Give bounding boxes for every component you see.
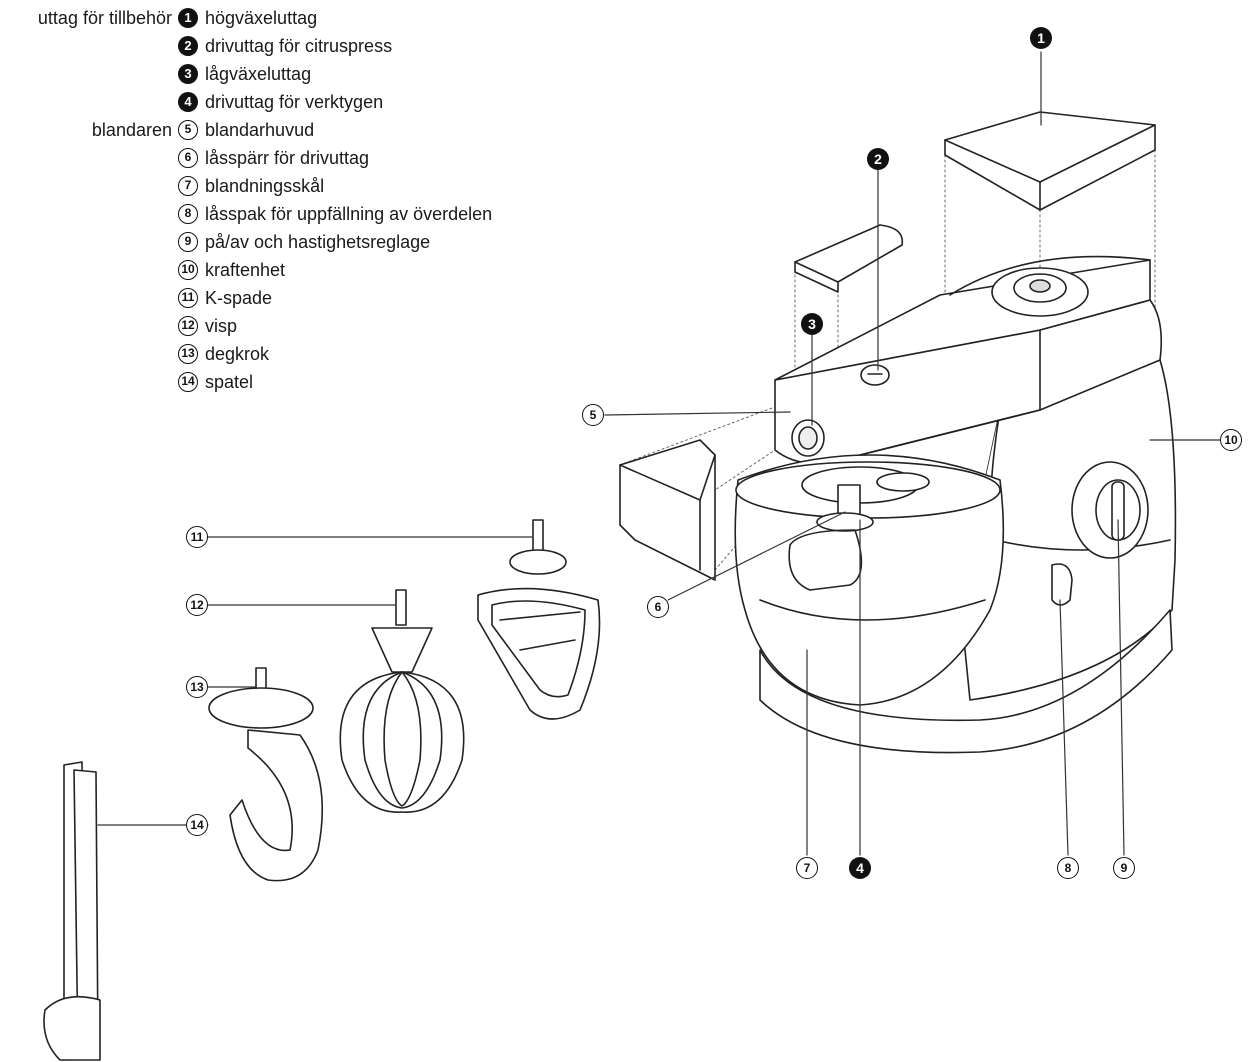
group-label-accessory-outlets: uttag för tillbehör (37, 8, 172, 28)
number-badge: 5 (178, 120, 198, 140)
legend-item-label: på/av och hastighetsreglage (205, 231, 431, 252)
number-badge: 8 (178, 204, 198, 224)
legend-item-label: drivuttag för citruspress (205, 35, 393, 56)
tool-drive (801, 466, 930, 532)
number-badge: 1 (178, 8, 198, 28)
callout-6: 6 (647, 596, 669, 618)
legend-item-label: kraftenhet (205, 259, 286, 280)
legend-item-label: drivuttag för verktygen (205, 91, 384, 112)
legend-item: 8 låsspak för uppfällning av överdelen (178, 202, 492, 226)
legend-item-label: degkrok (205, 343, 270, 364)
callout-3: 3 (801, 313, 823, 335)
callout-leader-lines (97, 51, 1221, 856)
group-label-mixer: blandaren (91, 120, 172, 140)
citrus-outlet (860, 364, 890, 386)
high-speed-outlet-cover (944, 111, 1156, 211)
callout-7: 7 (796, 857, 818, 879)
number-badge: 3 (178, 64, 198, 84)
high-speed-outlet (991, 267, 1089, 317)
legend-item: 10 kraftenhet (178, 258, 285, 282)
legend-item-label: K-spade (205, 287, 273, 308)
number-badge: 11 (178, 288, 198, 308)
callout-12: 12 (186, 594, 208, 616)
legend-item: 13 degkrok (178, 342, 269, 366)
speed-control (1071, 461, 1149, 559)
beater-in-bowl (788, 529, 863, 591)
number-badge: 2 (178, 36, 198, 56)
legend-item: 6 låsspärr för drivuttag (178, 146, 369, 170)
number-badge: 6 (178, 148, 198, 168)
k-beater (477, 519, 601, 720)
spatula (43, 761, 101, 1061)
callout-2: 2 (867, 148, 889, 170)
callout-1: 1 (1030, 27, 1052, 49)
legend-item-label: högväxeluttag (205, 7, 318, 28)
legend-item: 3 lågväxeluttag (178, 62, 311, 86)
legend-item-label: låsspak för uppfällning av överdelen (205, 203, 493, 224)
callout-14: 14 (186, 814, 208, 836)
legend-item: 2 drivuttag för citruspress (178, 34, 392, 58)
number-badge: 13 (178, 344, 198, 364)
legend-item-label: låsspärr för drivuttag (205, 147, 370, 168)
callout-13: 13 (186, 676, 208, 698)
head-lift-lever (1051, 563, 1073, 606)
legend-item: 4 drivuttag för verktygen (178, 90, 383, 114)
callout-4: 4 (849, 857, 871, 879)
legend-item: 5 blandarhuvud (178, 118, 314, 142)
callout-5: 5 (582, 404, 604, 426)
slow-speed-outlet (791, 419, 825, 457)
dough-hook (208, 667, 324, 882)
number-badge: 14 (178, 372, 198, 392)
legend-item: 1 högväxeluttag (178, 6, 317, 30)
legend-item: 7 blandningsskål (178, 174, 324, 198)
legend-item: 11 K-spade (178, 286, 272, 310)
number-badge: 10 (178, 260, 198, 280)
legend-item-label: visp (205, 315, 238, 336)
slow-outlet-cover (619, 439, 716, 581)
legend-item: 12 visp (178, 314, 237, 338)
mixer-base (759, 609, 1173, 754)
citrus-outlet-cover (794, 224, 904, 293)
legend-item-label: lågväxeluttag (205, 63, 312, 84)
legend-item-label: blandningsskål (205, 175, 325, 196)
legend-item: 9 på/av och hastighetsreglage (178, 230, 430, 254)
number-badge: 7 (178, 176, 198, 196)
whisk (339, 589, 465, 813)
number-badge: 4 (178, 92, 198, 112)
legend-item-label: blandarhuvud (205, 119, 315, 140)
legend-item-label: spatel (205, 371, 254, 392)
callout-11: 11 (186, 526, 208, 548)
callout-10: 10 (1220, 429, 1242, 451)
callout-9: 9 (1113, 857, 1135, 879)
number-badge: 9 (178, 232, 198, 252)
legend-item: 14 spatel (178, 370, 253, 394)
number-badge: 12 (178, 316, 198, 336)
callout-8: 8 (1057, 857, 1079, 879)
